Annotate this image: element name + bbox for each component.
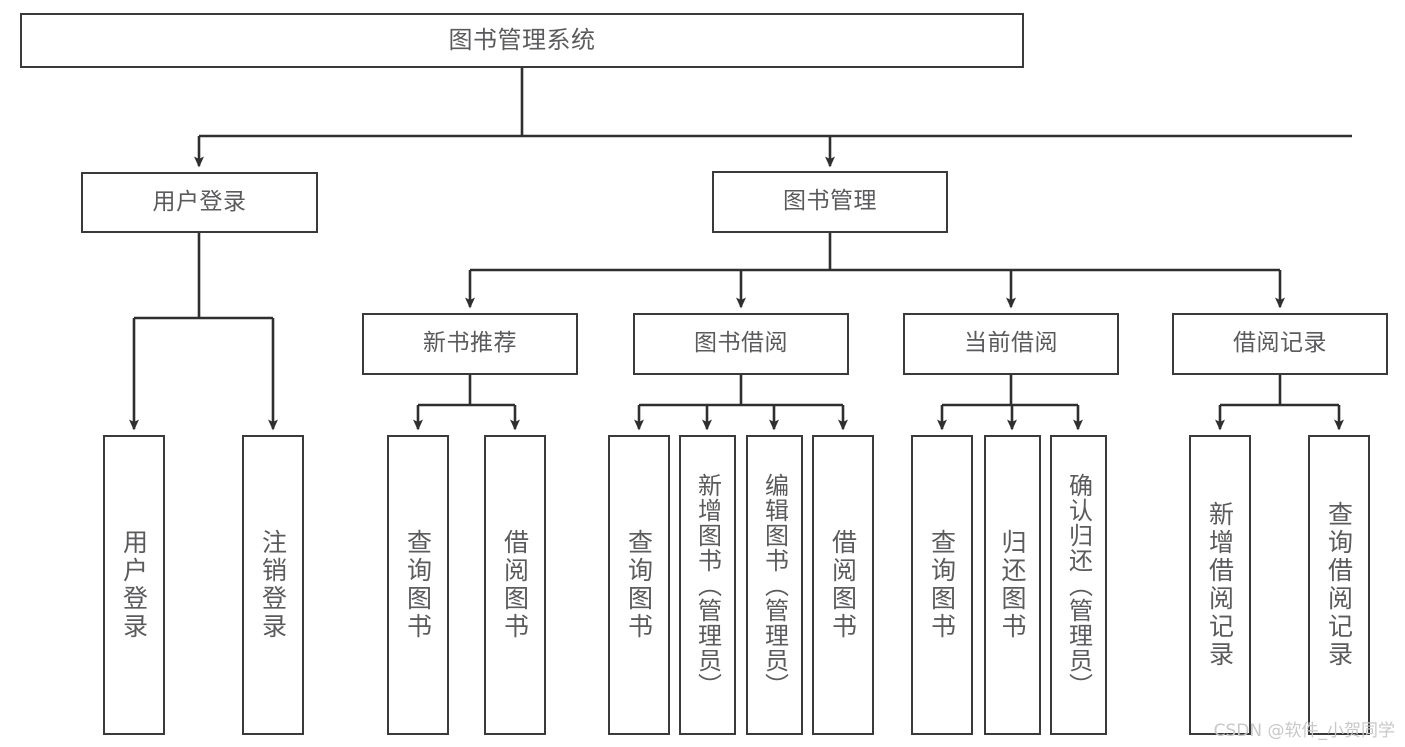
node-leaf-user-login[interactable]: 用户登录 bbox=[103, 435, 165, 735]
node-book-manage-label: 图书管理 bbox=[783, 188, 877, 215]
node-leaf-query-record-label: 查询借阅记录 bbox=[1324, 501, 1354, 669]
node-borrow-record[interactable]: 借阅记录 bbox=[1172, 313, 1388, 375]
node-leaf-query-book-1[interactable]: 查询图书 bbox=[387, 435, 449, 735]
node-leaf-confirm-return-label: 确认归还（管理员） bbox=[1064, 472, 1093, 698]
node-root-label: 图书管理系统 bbox=[448, 26, 596, 55]
node-leaf-edit-book-label: 编辑图书（管理员） bbox=[760, 472, 789, 698]
node-leaf-query-book-2[interactable]: 查询图书 bbox=[608, 435, 670, 735]
node-leaf-query-book-3-label: 查询图书 bbox=[927, 529, 957, 641]
node-leaf-add-record[interactable]: 新增借阅记录 bbox=[1189, 435, 1251, 735]
node-current-borrow-label: 当前借阅 bbox=[964, 330, 1058, 357]
node-leaf-query-book-1-label: 查询图书 bbox=[403, 529, 433, 641]
node-new-book-rec[interactable]: 新书推荐 bbox=[362, 313, 578, 375]
node-leaf-add-book[interactable]: 新增图书（管理员） bbox=[679, 435, 736, 735]
node-user-login[interactable]: 用户登录 bbox=[81, 172, 318, 233]
node-leaf-borrow-book-1-label: 借阅图书 bbox=[500, 529, 530, 641]
node-user-login-label: 用户登录 bbox=[152, 188, 247, 215]
node-leaf-logout[interactable]: 注销登录 bbox=[242, 435, 304, 735]
watermark-text: CSDN @软件_小贺同学 bbox=[1213, 721, 1395, 741]
node-leaf-user-login-label: 用户登录 bbox=[119, 529, 149, 641]
node-leaf-borrow-book-1[interactable]: 借阅图书 bbox=[484, 435, 546, 735]
node-leaf-add-record-label: 新增借阅记录 bbox=[1205, 501, 1235, 669]
node-leaf-add-book-label: 新增图书（管理员） bbox=[693, 472, 722, 698]
node-leaf-edit-book[interactable]: 编辑图书（管理员） bbox=[746, 435, 803, 735]
node-leaf-logout-label: 注销登录 bbox=[258, 529, 288, 641]
node-book-borrow-label: 图书借阅 bbox=[694, 330, 788, 357]
node-leaf-query-record[interactable]: 查询借阅记录 bbox=[1308, 435, 1370, 735]
node-root[interactable]: 图书管理系统 bbox=[20, 13, 1024, 68]
node-leaf-return-book-label: 归还图书 bbox=[998, 529, 1027, 641]
node-book-borrow[interactable]: 图书借阅 bbox=[633, 313, 849, 375]
node-leaf-query-book-3[interactable]: 查询图书 bbox=[911, 435, 973, 735]
node-leaf-borrow-book-2[interactable]: 借阅图书 bbox=[812, 435, 874, 735]
node-leaf-return-book[interactable]: 归还图书 bbox=[984, 435, 1041, 735]
node-book-manage[interactable]: 图书管理 bbox=[712, 171, 948, 233]
node-current-borrow[interactable]: 当前借阅 bbox=[903, 313, 1119, 375]
node-leaf-query-book-2-label: 查询图书 bbox=[624, 529, 654, 641]
node-leaf-confirm-return[interactable]: 确认归还（管理员） bbox=[1050, 435, 1107, 735]
node-borrow-record-label: 借阅记录 bbox=[1233, 330, 1327, 357]
node-new-book-rec-label: 新书推荐 bbox=[423, 330, 517, 357]
node-leaf-borrow-book-2-label: 借阅图书 bbox=[828, 529, 858, 641]
